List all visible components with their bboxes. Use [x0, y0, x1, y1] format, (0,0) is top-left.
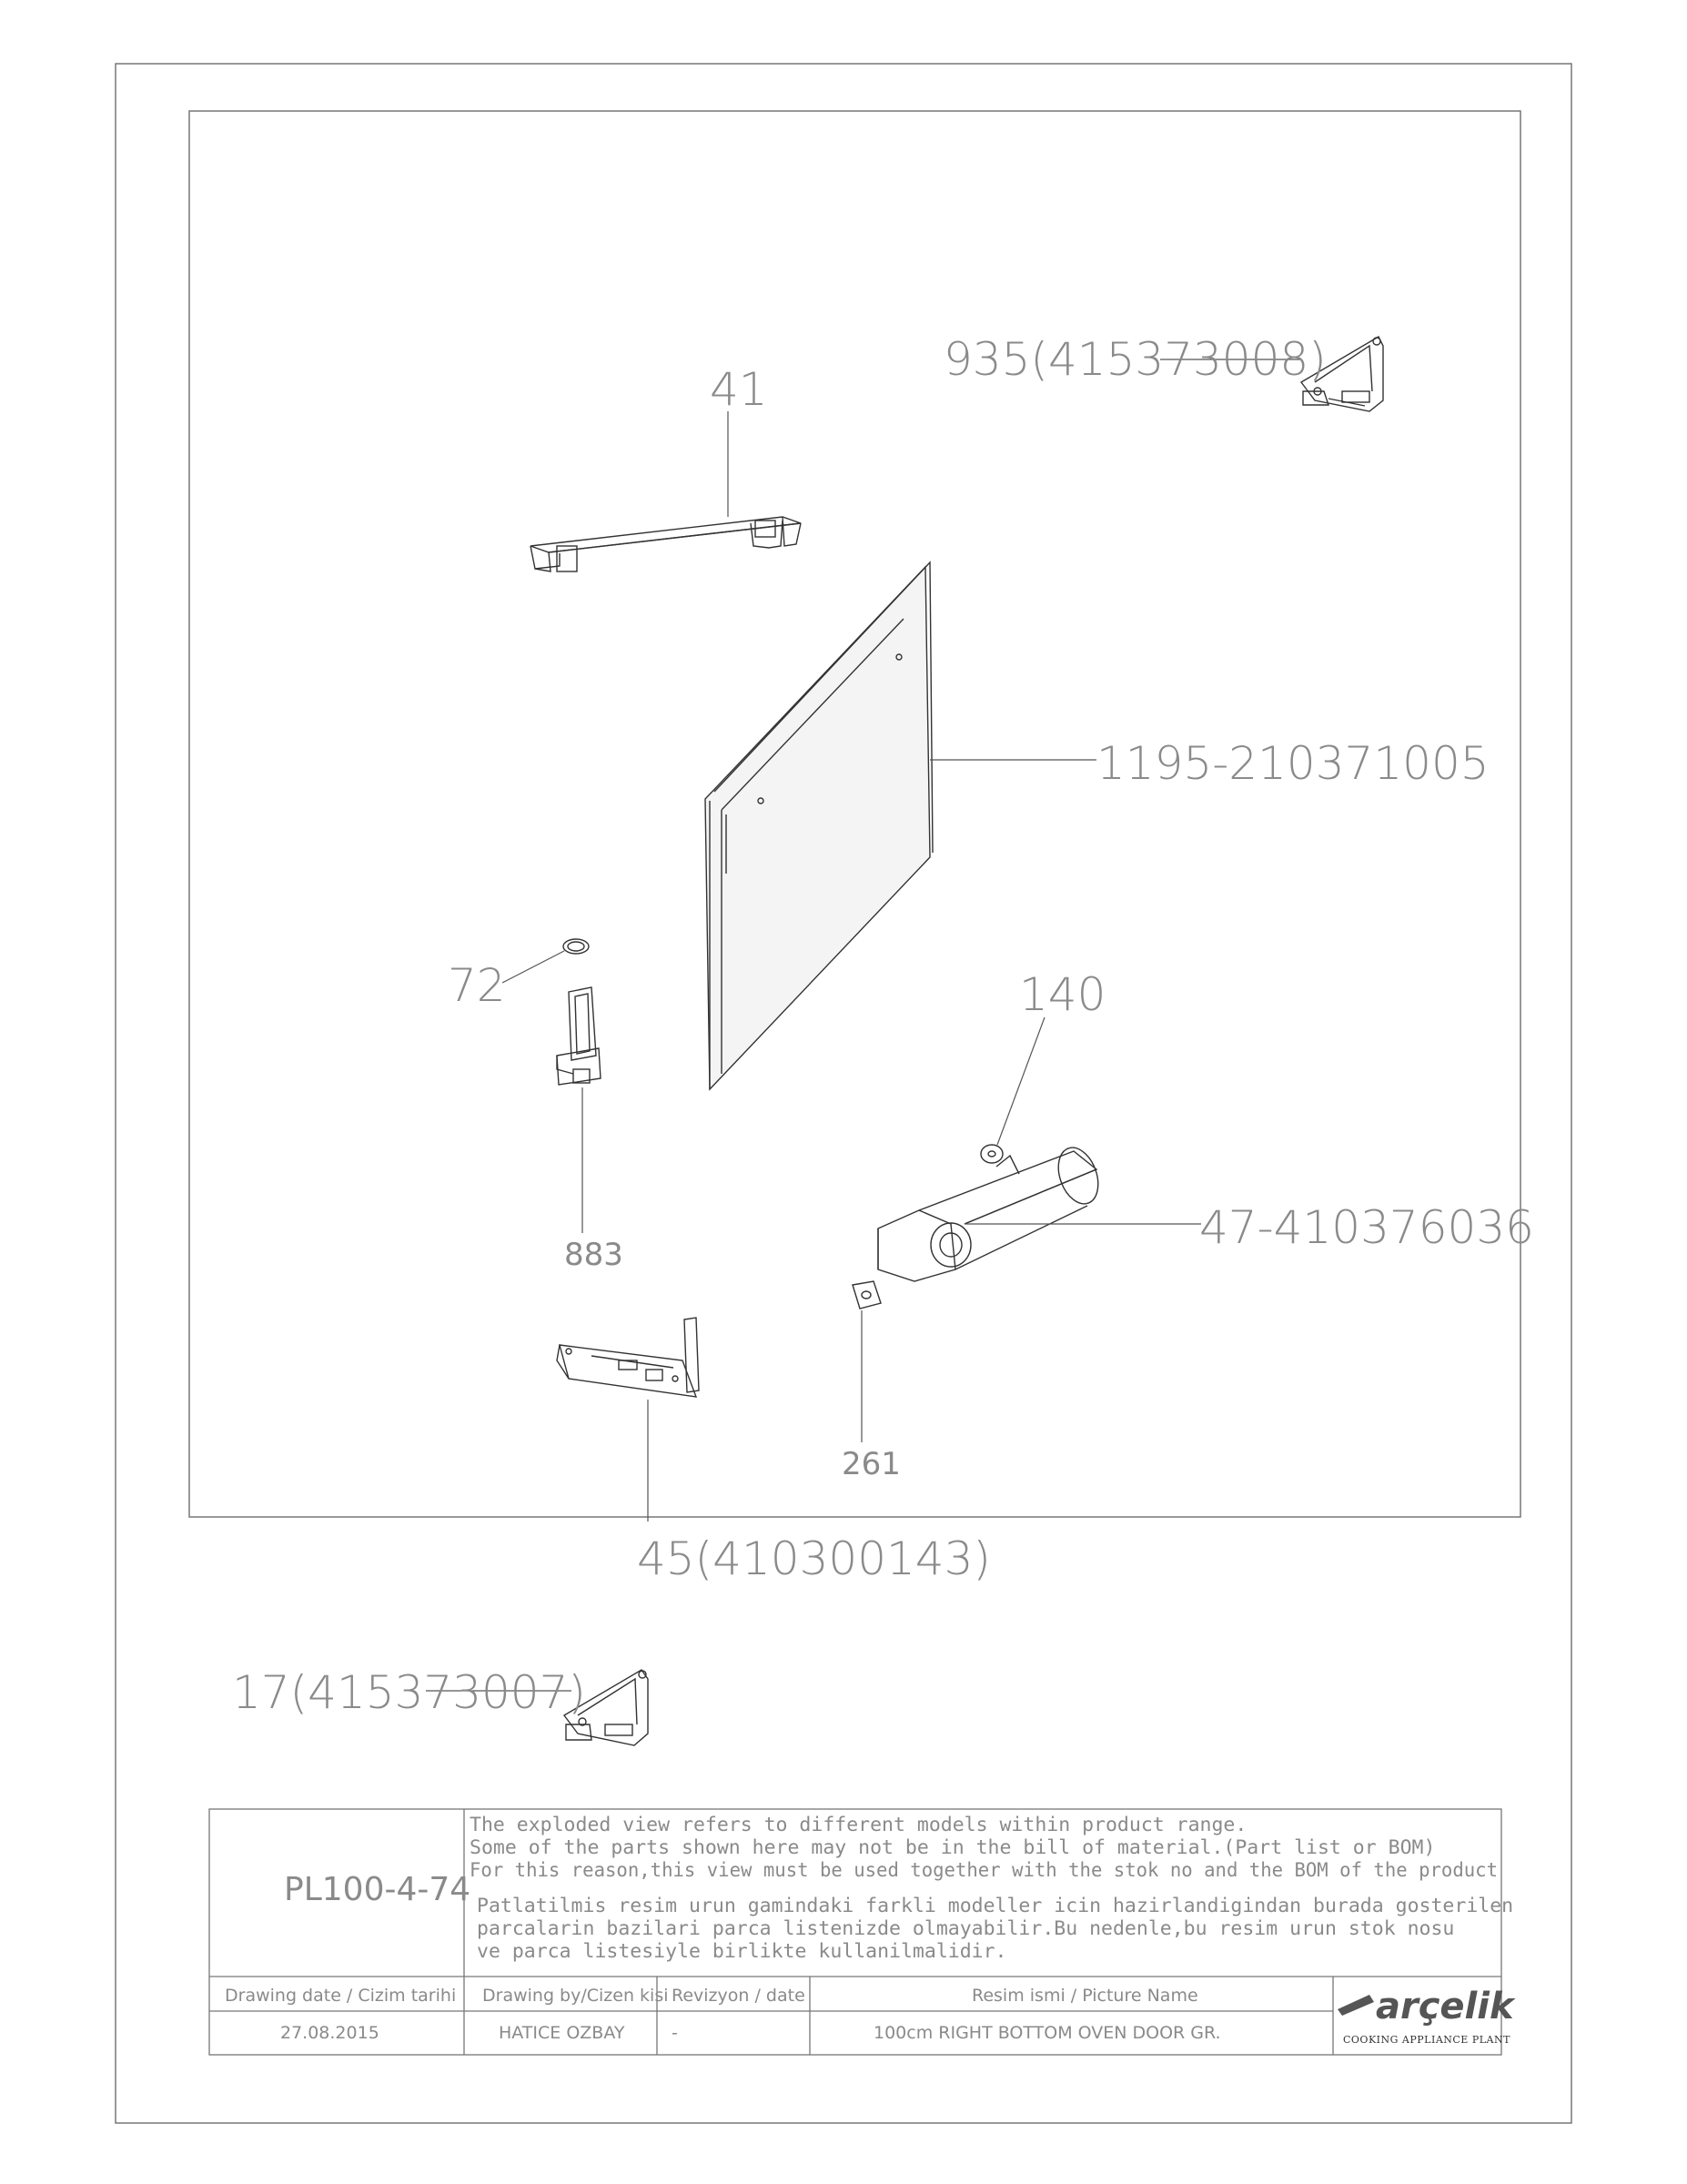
brand-logo: arçelik COOKING APPLIANCE PLANT	[1338, 1986, 1516, 2046]
leader-72	[501, 950, 565, 984]
label-41: 41	[710, 363, 768, 416]
label-72: 72	[448, 959, 506, 1012]
outer-frame	[115, 63, 1572, 2124]
note-tr-line-2: parcalarin bazilari parca listenizde olm…	[477, 1917, 1454, 1940]
part-261-clip	[852, 1280, 882, 1309]
label-45: 45(410300143)	[637, 1532, 991, 1585]
part-1195-glass-panel	[704, 561, 934, 1091]
label-47: 47-410376036	[1199, 1201, 1534, 1254]
part-41-top-profile	[530, 516, 802, 572]
label-140: 140	[1019, 968, 1106, 1021]
drawing-code: PL100-4-74	[284, 1871, 470, 1908]
title-block	[208, 1808, 1502, 2056]
label-17: 17(415373007)	[232, 1666, 586, 1719]
part-935-hinge-bracket	[1299, 336, 1384, 412]
value-drawing-by: HATICE OZBAY	[499, 2023, 625, 2043]
value-picture-name: 100cm RIGHT BOTTOM OVEN DOOR GR.	[874, 2023, 1221, 2043]
label-1195: 1195-210371005	[1096, 737, 1490, 790]
part-45-door-hinge	[556, 1317, 700, 1398]
leader-140	[996, 1016, 1046, 1146]
inner-frame	[188, 110, 1521, 1518]
header-revision: Revizyon / date	[672, 1986, 805, 2006]
label-261: 261	[842, 1446, 901, 1482]
part-72-ring	[562, 938, 590, 955]
brand-subtitle: COOKING APPLIANCE PLANT	[1343, 2034, 1510, 2046]
note-tr-line-1: Patlatilmis resim urun gamindaki farkli …	[477, 1895, 1513, 1917]
brand-name: arçelik	[1376, 1986, 1516, 2027]
brand-swoosh-icon	[1338, 1995, 1374, 2016]
part-140-washer	[980, 1144, 1004, 1164]
label-883: 883	[564, 1237, 623, 1273]
header-drawing-by: Drawing by/Cizen kisi	[482, 1986, 669, 2006]
note-tr-line-3: ve parca listesiyle birlikte kullanilmal…	[477, 1940, 1006, 1963]
header-drawing-date: Drawing date / Cizim tarihi	[225, 1986, 456, 2006]
part-47-door-handle	[877, 1147, 1099, 1282]
part-17-hinge-bracket	[562, 1669, 649, 1746]
part-883-holder	[556, 986, 601, 1086]
value-revision: -	[672, 2023, 678, 2043]
label-935: 935(415373008)	[944, 333, 1327, 386]
note-en-line-1: The exploded view refers to different mo…	[470, 1814, 1247, 1836]
note-en-line-2: Some of the parts shown here may not be …	[470, 1836, 1435, 1859]
value-drawing-date: 27.08.2015	[280, 2023, 379, 2043]
note-en-line-3: For this reason,this view must be used t…	[470, 1859, 1498, 1882]
header-picture-name: Resim ismi / Picture Name	[972, 1986, 1198, 2006]
